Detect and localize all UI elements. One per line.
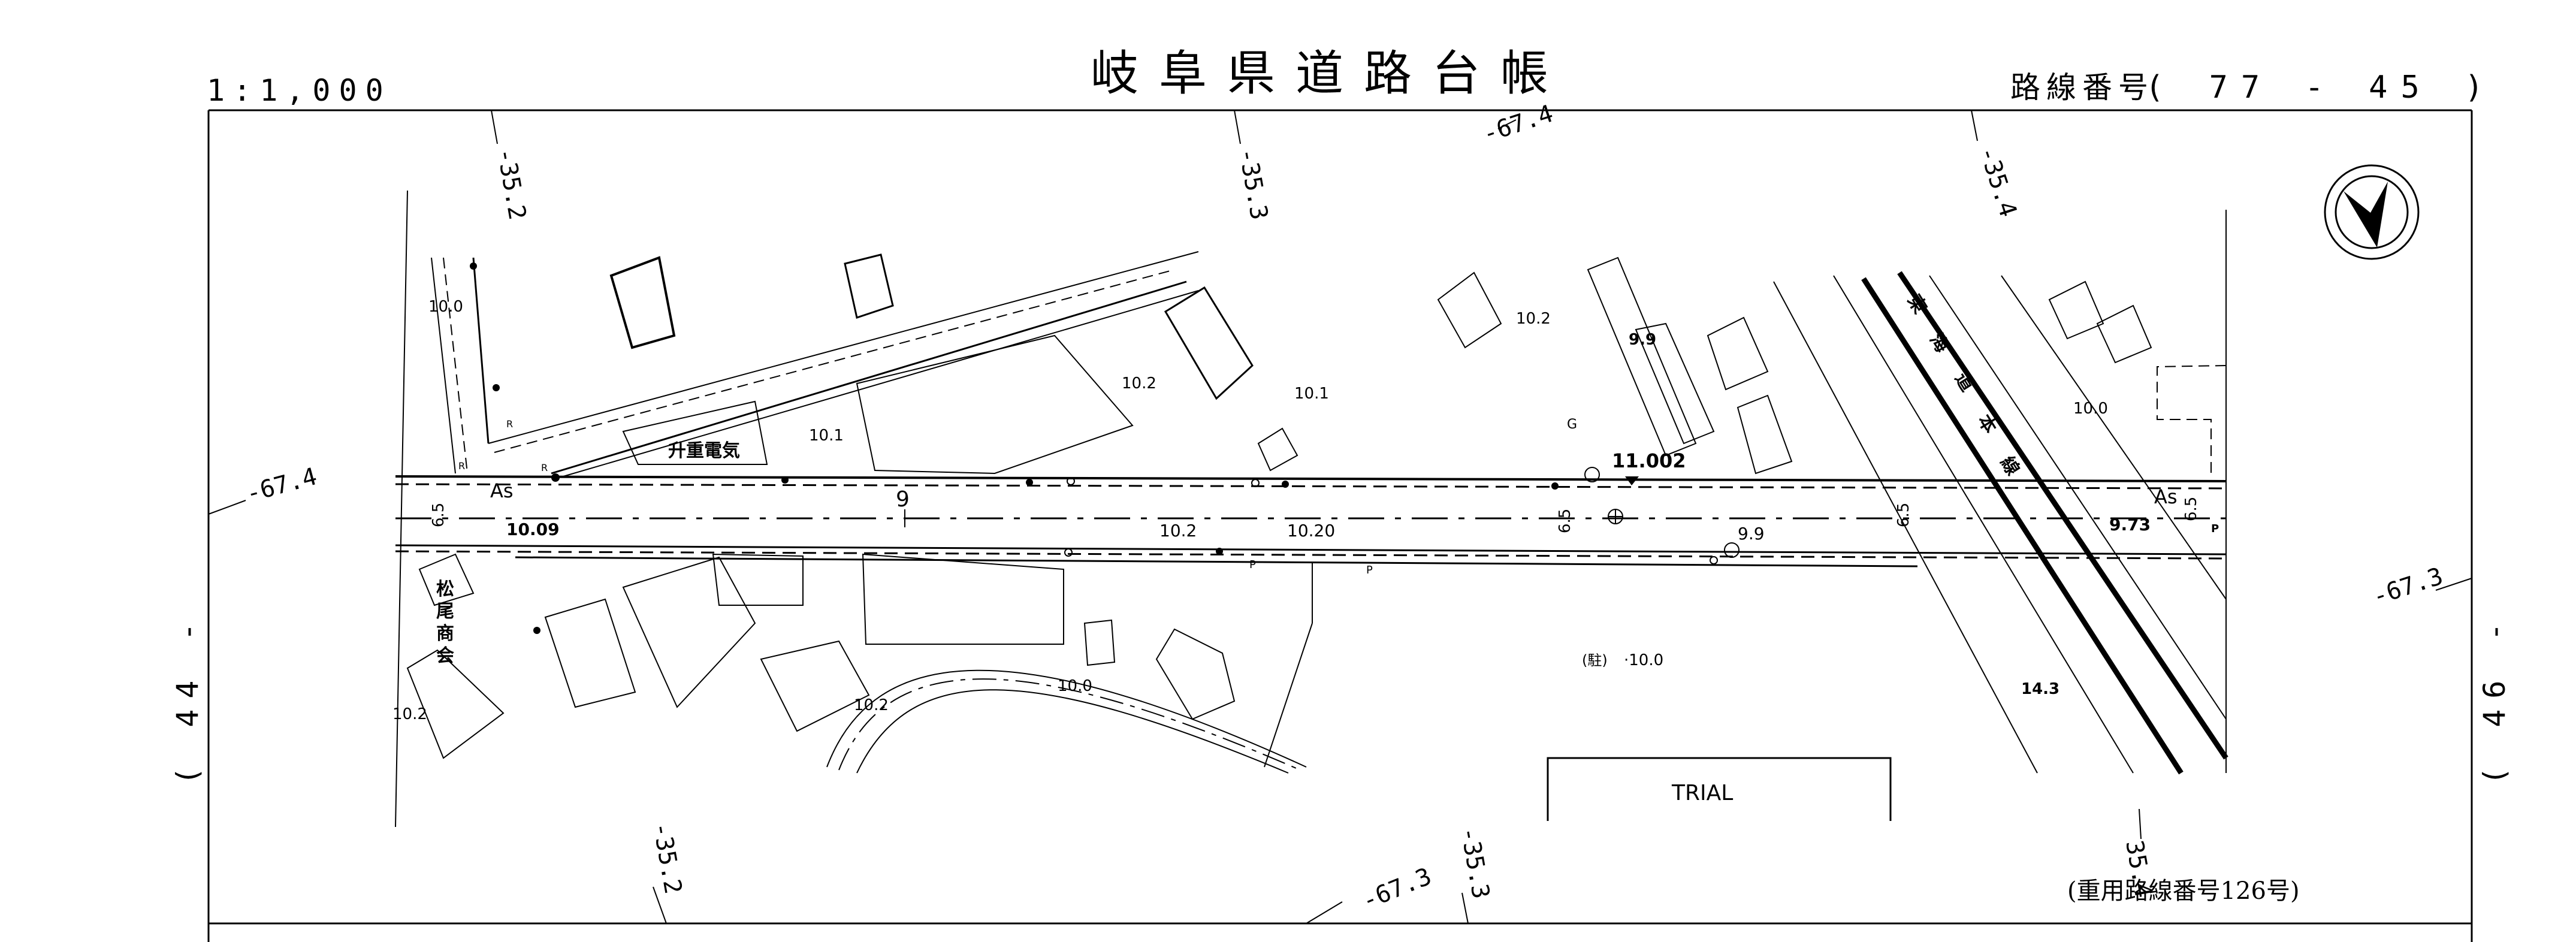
- buildings-south: [406, 553, 1236, 759]
- road-width-4: 6.5: [2182, 497, 2200, 521]
- symbol-p-1: P: [1249, 558, 1256, 571]
- spot-elev-3: 10.2: [1122, 375, 1156, 393]
- route-number-label: 路線番号: [2010, 70, 2154, 105]
- grid-label-bottom-1: -35.2: [647, 820, 687, 896]
- symbol-r-3: R: [541, 462, 548, 473]
- grid-label-left: -67.4: [243, 463, 320, 508]
- north-arrow-icon: [2324, 164, 2420, 260]
- road-width-2: 6.5: [1556, 509, 1574, 533]
- symbol-p-3: P: [2211, 523, 2219, 535]
- symbol-r-2: R: [458, 460, 465, 472]
- map-drawing: TRIAL As As 9 11.002 6.5 6.5 6.5 6.5 10.…: [392, 190, 2228, 828]
- symbol-p-2: P: [1366, 564, 1373, 576]
- railway-label: 東 海 道 本 線: [1903, 291, 2024, 479]
- grid-label-right: -67.3: [2369, 563, 2447, 611]
- centerline-elev-2: 10.2: [1159, 521, 1197, 541]
- benchmark-icon: [1625, 476, 1639, 485]
- spot-elev-9: 10.2: [854, 696, 889, 714]
- shop-label-matsuo-shokai: 松 尾 商 会: [436, 579, 454, 666]
- centerline-elev-1: 10.09: [506, 520, 560, 539]
- spot-elev-11: 14.3: [2021, 680, 2059, 698]
- shop-char-2: 尾: [436, 601, 454, 622]
- scale-label: 1:1,000: [207, 73, 392, 108]
- centerline-elev-3: 10.20: [1287, 521, 1335, 541]
- spot-elev-10: 10.0: [1058, 677, 1092, 695]
- spot-elev-5: 10.2: [1516, 310, 1551, 328]
- rail-char-3: 道: [1950, 369, 1978, 395]
- map-title: 岐阜県道路台帳: [1091, 46, 1569, 101]
- shop-label-shoju-denki: 升重電気: [668, 440, 740, 461]
- trial-stamp: TRIAL: [1547, 757, 1892, 821]
- curved-street-south: [826, 563, 1313, 774]
- road-width-3: 6.5: [1895, 503, 1913, 527]
- adjacent-sheet-right: ( 46 -: [2477, 612, 2512, 785]
- pavement-label-right: As: [2154, 485, 2178, 508]
- grid-label-top-2: -35.3: [1233, 146, 1273, 222]
- spot-elev-2: 10.1: [809, 427, 844, 445]
- rail-char-5: 線: [1996, 453, 2024, 479]
- grid-label-top-4: -35.4: [1973, 143, 2022, 221]
- spot-elev-4: 10.1: [1294, 385, 1329, 403]
- symbol-r-1: R: [506, 418, 513, 430]
- route-number-value: ( 77 - 45 ): [2145, 70, 2496, 105]
- road-width-1: 6.5: [430, 503, 448, 527]
- shop-char-3: 商: [436, 623, 454, 644]
- utility-poles: [470, 262, 1740, 634]
- shop-char-1: 松: [436, 579, 454, 600]
- adjacent-sheet-left: ( 44 -: [170, 612, 205, 785]
- parking-elevation: ·10.0: [1624, 651, 1663, 669]
- grid-label-bottom-3: -67.3: [1358, 863, 1436, 916]
- side-road-northwest: [431, 251, 1199, 477]
- rail-char-2: 海: [1925, 330, 1953, 357]
- grid-lines: [208, 110, 2472, 924]
- overlap-route-note: (重用路線番号126号): [2067, 877, 2300, 905]
- parking-label: (駐): [1582, 652, 1608, 669]
- main-road: [395, 475, 2227, 567]
- centerline-elev-5: 9.73: [2109, 515, 2151, 535]
- spot-elev-8: 10.2: [392, 705, 427, 723]
- pavement-label-left: As: [490, 479, 514, 502]
- grid-label-bottom-2: -35.3: [1455, 825, 1494, 901]
- station-marker: 9: [896, 487, 910, 512]
- grid-label-top-3: -67.4: [1479, 100, 1557, 149]
- centerline-elev-4: 9.9: [1738, 524, 1765, 544]
- symbol-gas: G: [1567, 417, 1577, 432]
- map-frame: [207, 109, 2473, 942]
- spot-elev-1: 10.0: [428, 298, 463, 316]
- grid-label-top-1: -35.2: [491, 146, 531, 222]
- spot-elev-6: 9.9: [1629, 331, 1656, 349]
- spot-elev-7: 10.0: [2073, 400, 2108, 418]
- railway-tokaido-line: [1773, 271, 2228, 775]
- shop-char-4: 会: [436, 645, 454, 666]
- buildings-north: [609, 253, 2227, 475]
- benchmark-elevation: 11.002: [1612, 449, 1686, 472]
- trial-stamp-text: TRIAL: [1671, 781, 1733, 805]
